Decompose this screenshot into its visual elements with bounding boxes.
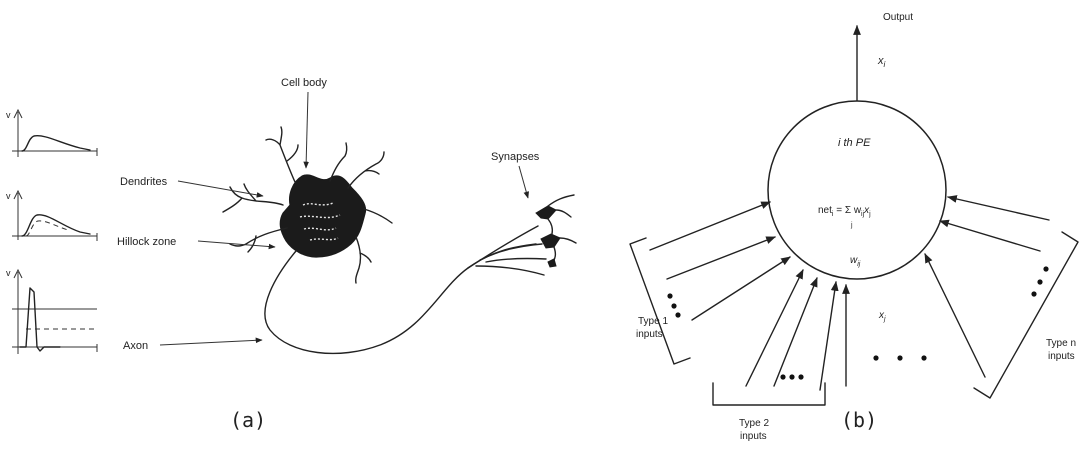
- label-output-var: xi: [877, 55, 886, 69]
- label-input-var: xj: [878, 310, 886, 323]
- label-type-1-inputs: Type 1 inputs: [636, 316, 671, 340]
- panel-b-caption: (b): [841, 408, 877, 432]
- label-dendrites: Dendrites: [120, 176, 168, 188]
- plot-3-v-label: v: [6, 268, 11, 278]
- label-synapses: Synapses: [491, 151, 540, 163]
- label-axon: Axon: [123, 340, 148, 352]
- label-hillock-zone: Hillock zone: [117, 236, 176, 248]
- processing-element: [768, 101, 946, 279]
- plot-1-v-label: v: [6, 110, 11, 120]
- hillock-signal-plot: v: [6, 191, 97, 241]
- axon-terminals: [468, 195, 576, 275]
- input-ellipsis-dots: [667, 266, 1048, 379]
- label-type-n-inputs: Type n inputs: [1046, 338, 1079, 362]
- panel-a: v v v: [6, 77, 576, 432]
- label-type-2-inputs: Type 2 inputs: [739, 418, 772, 442]
- label-output: Output: [883, 12, 913, 23]
- panel-a-caption: (a): [230, 408, 266, 432]
- plot-2-v-label: v: [6, 191, 11, 201]
- label-cell-body: Cell body: [281, 77, 327, 89]
- axon-signal-plot: v: [6, 268, 97, 354]
- label-pe: i th PE: [838, 137, 871, 149]
- net-sum-index: j: [850, 222, 853, 229]
- panel-b: Output xi i th PE neti = Σ wijxj j wij: [630, 12, 1079, 442]
- dendrite-signal-plot: v: [6, 110, 97, 157]
- neuron-soma: [280, 175, 365, 257]
